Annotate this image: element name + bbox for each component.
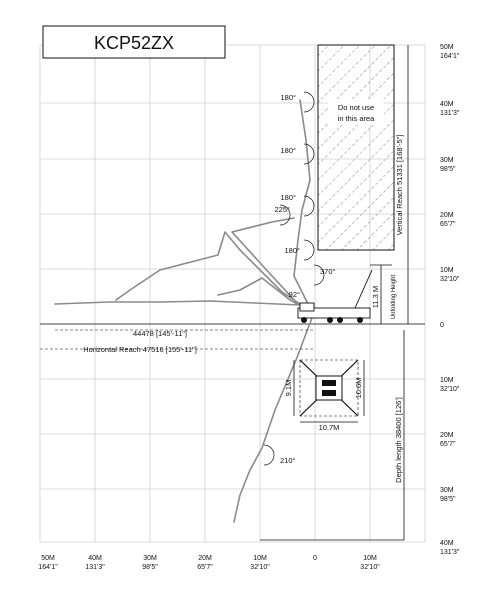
boom-position-2 — [115, 231, 313, 313]
outrigger-width-label: 10.7M — [319, 423, 340, 432]
horizontal-reach-label: Horizontal Reach 47516 [155'-11"] — [83, 345, 197, 354]
vertical-reach-label: Vertical Reach 51331 [168'-5"] — [395, 135, 404, 236]
bottom-axis-ft: 32'10" — [360, 564, 380, 571]
bottom-axis-m: 50M — [41, 555, 55, 562]
angle-label: 370° — [320, 267, 336, 276]
right-axis-ft: 98'5" — [440, 166, 456, 173]
depth-length-label: Depth length 38400 [126'] — [394, 397, 403, 483]
angle-label: 92° — [289, 290, 300, 299]
bottom-axis-m: 0 — [313, 555, 317, 562]
bottom-axis-m: 30M — [143, 555, 157, 562]
bottom-axis: 50M 164'1" 40M 131'3" 30M 98'5" 20M 65'7… — [38, 555, 380, 571]
outrigger-left-label: 9.1M — [284, 380, 293, 397]
bottom-axis-m: 10M — [253, 555, 267, 562]
bottom-axis-ft: 98'5" — [142, 564, 158, 571]
boom-horizontal — [54, 300, 313, 313]
bottom-axis-m: 20M — [198, 555, 212, 562]
bottom-axis-m: 40M — [88, 555, 102, 562]
bottom-axis-m: 10M — [363, 555, 377, 562]
no-use-area — [317, 44, 395, 251]
outrigger-plan — [299, 359, 359, 417]
unfolding-height-label: Unfolding Height — [391, 274, 397, 319]
right-axis-m: 40M — [440, 101, 454, 108]
right-axis-m: 40M — [440, 540, 454, 547]
angle-label: 180° — [280, 146, 296, 155]
angle-label: 180° — [284, 246, 300, 255]
pump-truck — [297, 269, 373, 323]
angle-label: 180° — [280, 93, 296, 102]
boom-position-3 — [293, 99, 313, 313]
bottom-axis-ft: 131'3" — [85, 564, 105, 571]
bottom-axis-ft: 32'10" — [250, 564, 270, 571]
right-axis-m: 50M — [440, 44, 454, 51]
right-axis-ft: 65'7" — [440, 221, 456, 228]
right-axis-m: 30M — [440, 487, 454, 494]
right-axis-m: 20M — [440, 432, 454, 439]
right-axis-ft: 65'7" — [440, 441, 456, 448]
right-axis-ft: 164'1" — [440, 53, 460, 60]
boom-position-1 — [231, 217, 313, 313]
right-axis-ft: 131'3" — [440, 110, 460, 117]
bottom-axis-ft: 164'1" — [38, 564, 58, 571]
angle-markers — [263, 91, 325, 466]
angle-label: 225° — [274, 205, 290, 214]
right-axis-m: 20M — [440, 212, 454, 219]
right-axis: 50M 164'1" 40M 131'3" 30M 98'5" 20M 65'7… — [440, 44, 460, 556]
right-axis-m: 0 — [440, 322, 444, 329]
no-use-label-bg — [328, 99, 384, 125]
boom-downward — [233, 317, 313, 523]
model-title: KCP52ZX — [94, 33, 174, 53]
right-axis-m: 10M — [440, 377, 454, 384]
right-axis-ft: 32'10" — [440, 386, 460, 393]
right-axis-ft: 131'3" — [440, 549, 460, 556]
no-use-label-1: Do not use — [338, 103, 374, 112]
angle-label: 180° — [280, 193, 296, 202]
right-axis-m: 30M — [440, 157, 454, 164]
no-use-label-2: in this area — [338, 114, 376, 123]
right-axis-ft: 32'10" — [440, 276, 460, 283]
unfolding-height-value: 11.3 M — [371, 286, 380, 308]
reach-44478-label: 44478 [145'-11"] — [133, 329, 187, 338]
boom-position-4 — [217, 277, 313, 313]
right-axis-m: 10M — [440, 267, 454, 274]
title-box — [42, 25, 226, 59]
angle-label: 210° — [280, 456, 296, 465]
right-axis-ft: 98'5" — [440, 496, 456, 503]
outrigger-right-label: 10.6M — [354, 378, 363, 399]
bottom-axis-ft: 65'7" — [197, 564, 213, 571]
